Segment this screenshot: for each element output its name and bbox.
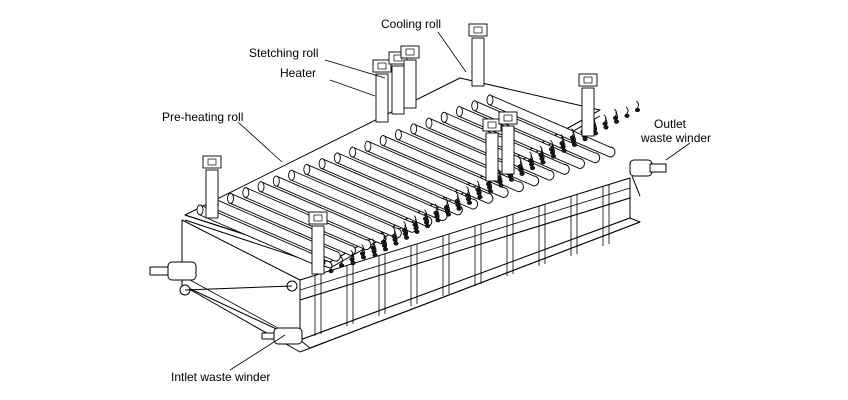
roll-bearing-icon [333, 152, 341, 164]
air-nozzle-icon [508, 177, 514, 182]
roll [364, 140, 494, 204]
roll-stand [372, 59, 392, 123]
air-nozzle-icon [540, 160, 546, 165]
air-nozzle-icon [477, 194, 483, 200]
air-nozzle-icon [624, 113, 630, 118]
air-nozzle-icon [360, 255, 366, 260]
air-nozzle-icon [498, 183, 504, 188]
leader-lines [229, 31, 691, 371]
air-nozzle-icon [350, 260, 356, 266]
air-nozzle-icon [487, 189, 493, 194]
roll [486, 94, 616, 158]
air-nozzle-icon [519, 171, 525, 176]
air-nozzle-icon [328, 268, 334, 274]
cooling-roll-label: Cooling roll [381, 17, 442, 31]
air-nozzle-icon [393, 241, 399, 246]
roll-bearing-icon [257, 181, 265, 193]
air-nozzle-icon [561, 148, 567, 153]
roll-bearing-icon [242, 187, 250, 199]
outlet-winder-label-line1: Outlet [654, 117, 687, 131]
air-nozzle-icon [424, 223, 430, 229]
inlet-winder-label: Intlet waste winder [171, 370, 271, 384]
roll-bearing-icon [364, 140, 372, 152]
air-nozzle-icon [445, 212, 451, 217]
roll [242, 186, 372, 251]
air-nozzle-icon [456, 206, 462, 211]
roll-bearing-icon [318, 158, 326, 170]
roll-bearing-icon [410, 123, 418, 135]
roll-stand [468, 23, 488, 87]
outlet-winder-label-line2: waste winder [641, 131, 712, 145]
roll-bearing-icon [471, 100, 479, 112]
roll-stand [202, 155, 222, 219]
base-frame [181, 177, 641, 353]
preheating-roll-label: Pre-heating roll [162, 110, 244, 124]
air-nozzle-icon [529, 165, 535, 171]
air-nozzle-icon [466, 200, 472, 205]
roll-bearing-icon [227, 192, 234, 204]
roll [318, 157, 448, 222]
air-nozzle-icon [403, 235, 409, 240]
air-nozzle-icon [435, 218, 441, 223]
air-nozzle-icon [550, 154, 556, 159]
outlet-waste-winder [629, 159, 667, 197]
roll-stands [202, 23, 598, 275]
stretching-roll-label: Stetching roll [249, 46, 319, 60]
side-panels [314, 184, 610, 336]
roll-bearing-icon [425, 117, 433, 129]
roll [379, 134, 509, 198]
air-nozzle-icon [634, 107, 640, 113]
roll [349, 146, 479, 210]
roll-stand [482, 118, 502, 182]
air-nozzle-icon [414, 229, 420, 234]
roll-bearing-icon [349, 146, 357, 158]
roll-bearing-icon [272, 175, 280, 187]
roll-bearing-icon [456, 106, 463, 118]
roll-bearing-icon [440, 111, 448, 123]
roll-stand [498, 111, 518, 175]
air-nozzle-icon [382, 247, 388, 252]
roll-bearing-icon [303, 164, 311, 175]
roll-stand [308, 211, 328, 275]
roll-bearing-icon [486, 94, 494, 106]
roll-bearing-icon [196, 204, 204, 216]
heater-label: Heater [280, 66, 317, 80]
roll-bearing-icon [394, 129, 402, 141]
air-nozzle-icon [338, 263, 344, 268]
air-nozzle-icon [603, 125, 609, 130]
air-nozzle-rows [328, 100, 640, 274]
air-nozzle-icon [372, 252, 378, 258]
roll-stand [400, 45, 420, 109]
roll-bearing-icon [379, 135, 387, 146]
air-nozzle-icon [613, 119, 619, 124]
air-nozzle-icon [571, 142, 577, 147]
roll-stand [578, 73, 598, 137]
roll-bearing-icon [288, 169, 296, 181]
air-nozzle-icon [582, 136, 588, 142]
inlet-waste-winder [149, 261, 303, 345]
